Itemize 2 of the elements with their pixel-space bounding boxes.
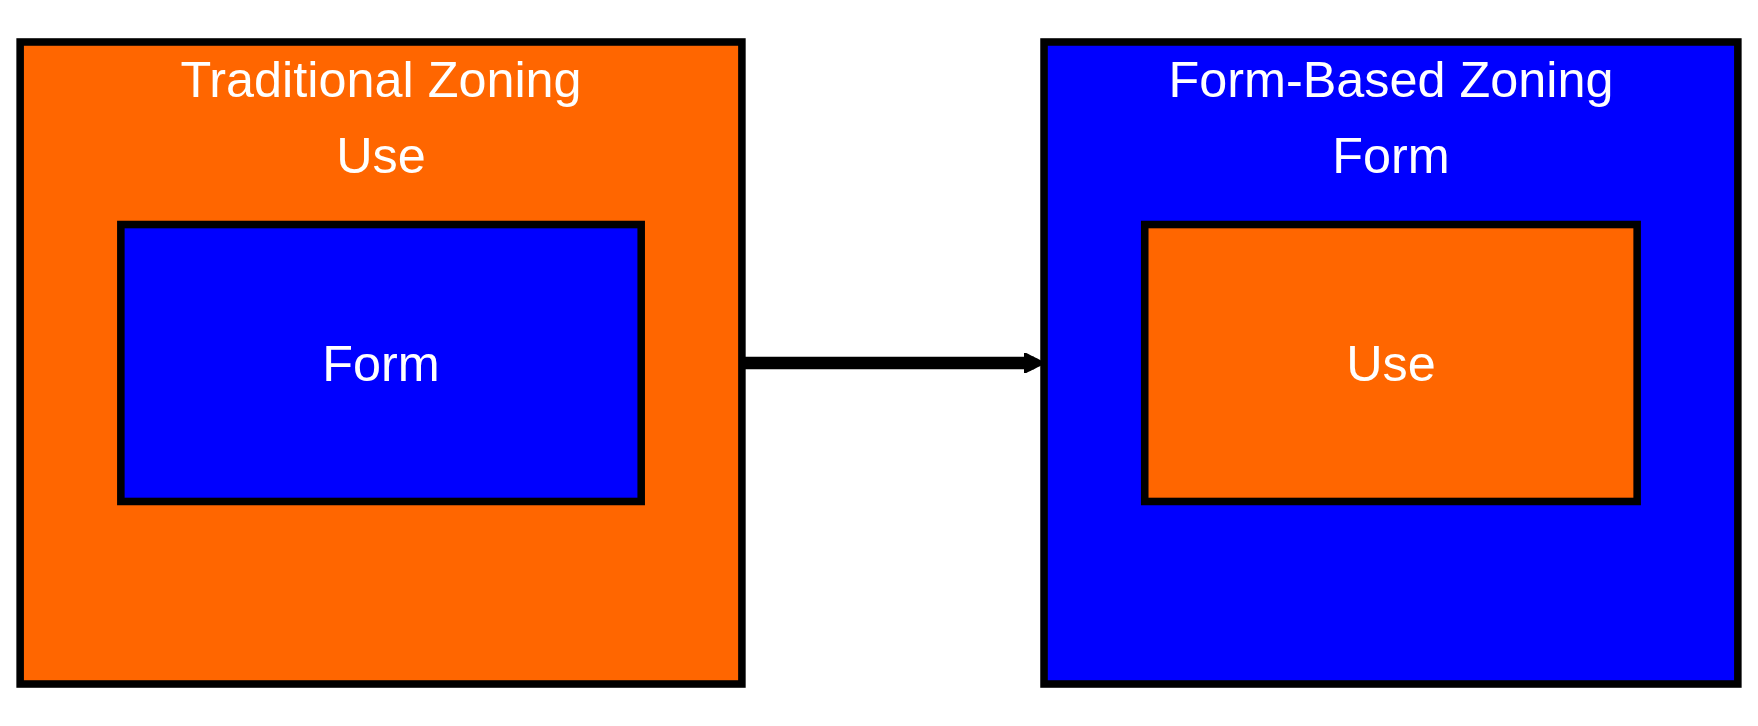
node-box: Use [1140, 220, 1641, 506]
node-box: Form [117, 220, 645, 506]
